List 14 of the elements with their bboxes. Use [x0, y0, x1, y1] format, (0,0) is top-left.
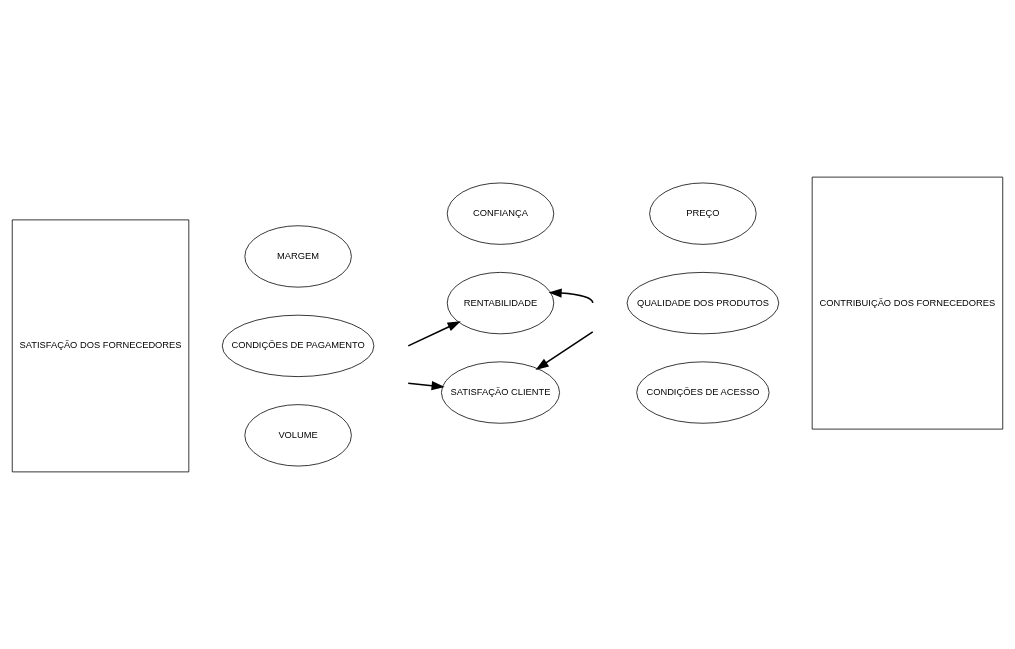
arrow	[407, 321, 461, 347]
arrow	[548, 288, 594, 304]
node-ellipse: SATISFAÇÃO CLIENTE	[441, 361, 560, 424]
node-ellipse: CONDIÇÕES DE PAGAMENTO	[221, 314, 375, 377]
node-box: SATISFAÇÃO DOS FORNECEDORES	[11, 219, 190, 473]
node-ellipse: PREÇO	[649, 182, 757, 245]
node-ellipse: VOLUME	[244, 404, 352, 467]
node-ellipse: MARGEM	[244, 225, 352, 288]
arrow	[535, 331, 594, 370]
arrow	[407, 381, 445, 391]
node-box: CONTRIBUIÇÃO DOS FORNECEDORES	[811, 176, 1004, 430]
node-ellipse: CONDIÇÕES DE ACESSO	[636, 361, 770, 424]
node-ellipse: CONFIANÇA	[446, 182, 555, 245]
node-ellipse: QUALIDADE DOS PRODUTOS	[626, 272, 780, 335]
